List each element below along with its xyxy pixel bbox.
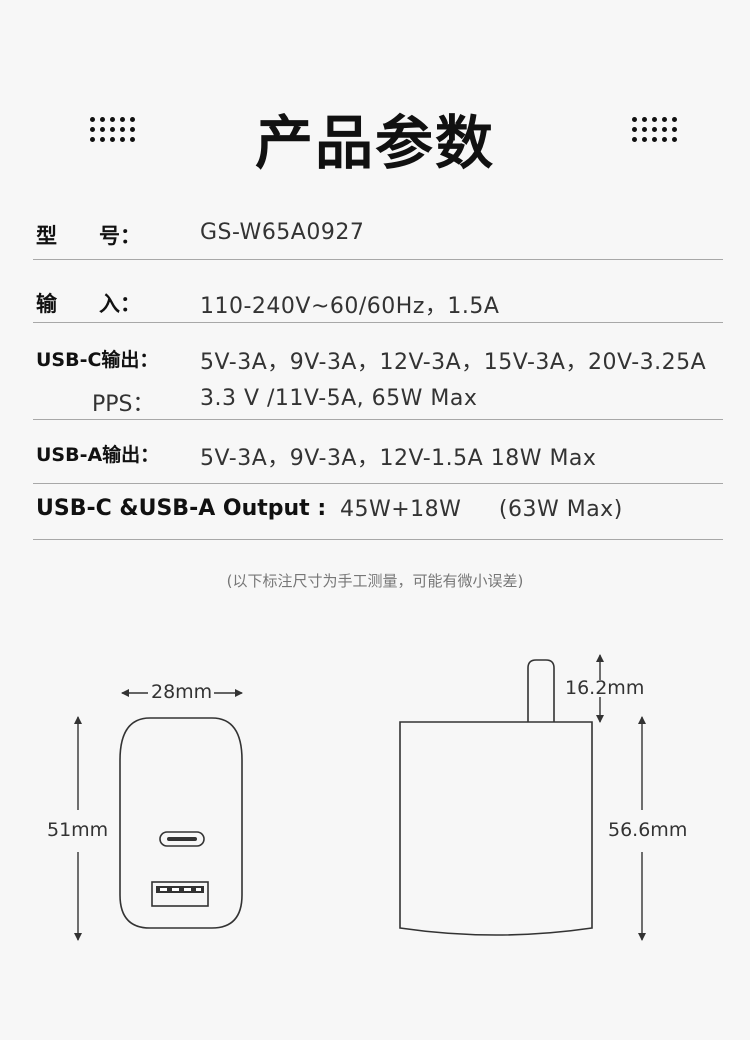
plug-pin <box>527 659 555 722</box>
model-label: 型 号： <box>36 224 141 248</box>
front-width-label: 28mm <box>151 681 213 703</box>
usb-c-port-icon <box>159 831 205 847</box>
divider <box>33 483 723 484</box>
usbc-output-label: USB-C输出： <box>36 349 159 371</box>
divider <box>33 419 723 420</box>
input-value: 110-240V~60/60Hz，1.5A <box>200 294 500 319</box>
usba-output-label: USB-A输出： <box>36 444 160 466</box>
dot-grid-left <box>90 117 135 142</box>
usba-output-value: 5V-3A，9V-3A，12V-1.5A 18W Max <box>200 446 597 471</box>
combined-output-value: 45W+18W (63W Max) <box>340 497 623 522</box>
usb-a-port-icon <box>151 881 209 907</box>
divider <box>33 322 723 323</box>
input-label: 输 入： <box>36 292 141 316</box>
charger-front-body <box>119 717 243 929</box>
usbc-output-value: 5V-3A，9V-3A，12V-3A，15V-3A，20V-3.25A <box>200 350 707 375</box>
dot-grid-right <box>632 117 677 142</box>
model-value: GS-W65A0927 <box>200 220 365 245</box>
charger-side-body <box>399 721 593 936</box>
pin-height-label: 16.2mm <box>565 677 645 699</box>
side-height-label: 56.6mm <box>608 819 688 841</box>
page-title: 产品参数 <box>254 109 495 177</box>
divider <box>33 539 723 540</box>
pps-label: PPS： <box>92 392 155 417</box>
divider <box>33 259 723 260</box>
front-height-label: 51mm <box>47 819 109 841</box>
pps-value: 3.3 V /11V-5A, 65W Max <box>200 386 478 411</box>
combined-output-label: USB-C &USB-A Output : <box>36 496 327 521</box>
measurement-note: (以下标注尺寸为手工测量，可能有微小误差) <box>226 572 524 590</box>
